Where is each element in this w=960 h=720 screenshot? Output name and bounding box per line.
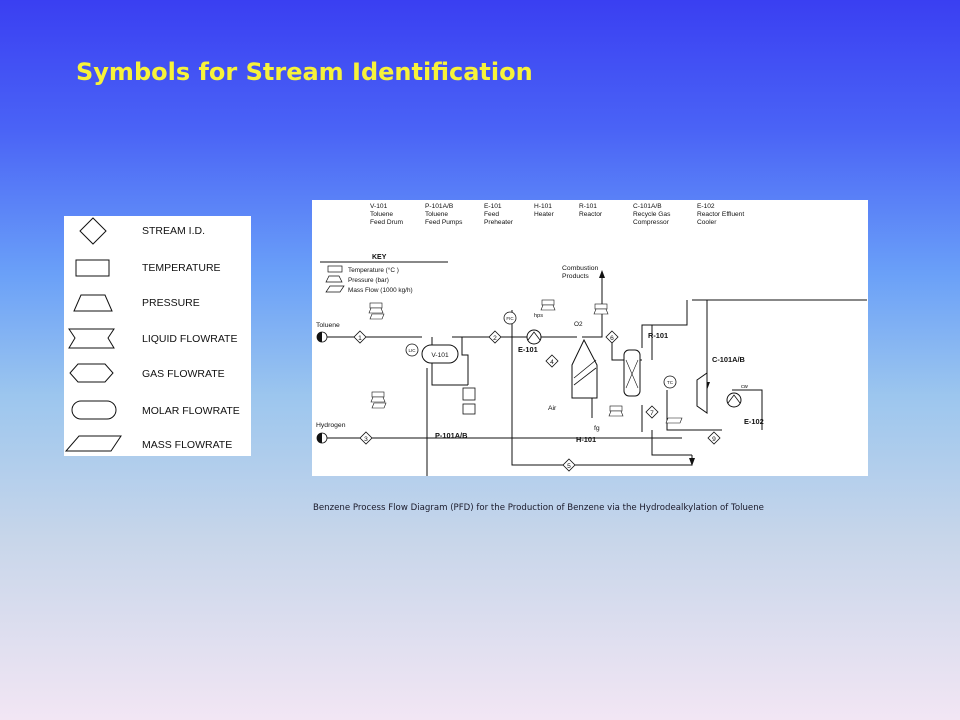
fg-label: fg (594, 425, 600, 432)
legend-label-liquid-flowrate: LIQUID FLOWRATE (142, 333, 237, 345)
svg-text:Feed Drum: Feed Drum (370, 219, 403, 226)
stream-data-flags (368, 299, 683, 424)
tag-r101: R-101 (648, 331, 668, 340)
stream-symbol-legend: STREAM I.D. TEMPERATURE PRESSURE LIQUID … (64, 216, 251, 456)
svg-text:FIC: FIC (506, 316, 514, 321)
svg-text:H-101: H-101 (534, 203, 552, 210)
feed-drum-v101: V-101 (421, 344, 459, 364)
svg-text:R-101: R-101 (579, 203, 597, 210)
svg-text:Toluene: Toluene (425, 211, 448, 218)
rounded-rectangle-symbol (71, 400, 117, 420)
pfd-svg: V-101 Toluene Feed Drum P-101A/B Toluene… (316, 203, 867, 476)
combustion-label: Combustion (562, 265, 598, 272)
hps-label: hps (534, 313, 543, 319)
products-label: Products (562, 273, 589, 280)
svg-text:3: 3 (364, 436, 368, 443)
legend-label-temperature: TEMPERATURE (142, 262, 221, 274)
feed-pumps-p101 (462, 387, 476, 415)
o2-label: O2 (574, 321, 583, 328)
bowtie-symbol (68, 328, 115, 349)
parallelogram-symbol (64, 435, 122, 452)
temperature-controller: TC (663, 375, 677, 389)
benzene-pfd: V-101 Toluene Feed Drum P-101A/B Toluene… (312, 200, 868, 476)
svg-text:LIC: LIC (408, 348, 416, 353)
svg-text:V-101: V-101 (370, 203, 388, 210)
tag-e102: E-102 (744, 417, 764, 426)
svg-text:5: 5 (567, 463, 571, 470)
header-e101: E-101 Feed Preheater (484, 203, 514, 226)
svg-text:TC: TC (667, 380, 674, 385)
trapezoid-symbol (73, 294, 113, 312)
svg-text:Feed: Feed (484, 211, 499, 218)
diamond-symbol (79, 217, 107, 245)
header-c101: C-101A/B Recycle Gas Compressor (633, 203, 671, 226)
pfd-key: KEY Temperature (°C ) Pressure (bar) Mas… (320, 254, 448, 294)
slide-title: Symbols for Stream Identification (76, 58, 533, 86)
svg-text:1: 1 (358, 335, 362, 342)
svg-text:V-101: V-101 (431, 352, 449, 359)
legend-svg: STREAM I.D. TEMPERATURE PRESSURE LIQUID … (64, 217, 240, 452)
header-h101: H-101 Heater (534, 203, 555, 218)
svg-text:E-102: E-102 (697, 203, 715, 210)
toluene-label: Toluene (316, 322, 340, 329)
air-label: Air (548, 405, 557, 412)
stream-2-diamond: 2 (488, 330, 502, 344)
flow-arrows (599, 270, 710, 466)
stream-3-diamond: 3 (359, 431, 373, 445)
svg-text:Reactor Effluent: Reactor Effluent (697, 211, 744, 218)
svg-text:Pressure (bar): Pressure (bar) (348, 277, 389, 284)
figure-caption: Benzene Process Flow Diagram (PFD) for t… (313, 503, 764, 513)
header-p101: P-101A/B Toluene Feed Pumps (425, 203, 463, 226)
tag-c101: C-101A/B (712, 355, 745, 364)
reactor-r101 (623, 349, 641, 397)
legend-label-mass-flowrate: MASS FLOWRATE (142, 439, 232, 451)
svg-text:P-101A/B: P-101A/B (425, 203, 454, 210)
hydrogen-label: Hydrogen (316, 422, 346, 429)
stream-9-diamond: 9 (707, 431, 721, 445)
header-e102: E-102 Reactor Effluent Cooler (697, 203, 744, 226)
compressor-c101 (696, 372, 708, 414)
stream-6-diamond: 6 (605, 330, 619, 344)
svg-text:KEY: KEY (372, 254, 387, 261)
legend-label-molar-flowrate: MOLAR FLOWRATE (142, 405, 240, 417)
hexagon-symbol (69, 363, 114, 383)
svg-text:9: 9 (712, 436, 716, 443)
svg-text:C-101A/B: C-101A/B (633, 203, 662, 210)
svg-text:4: 4 (550, 359, 554, 366)
legend-label-stream-id: STREAM I.D. (142, 225, 205, 237)
feed-source-markers (316, 331, 328, 444)
svg-text:Recycle Gas: Recycle Gas (633, 211, 671, 218)
legend-label-gas-flowrate: GAS FLOWRATE (142, 368, 225, 380)
tag-e101: E-101 (518, 345, 538, 354)
tag-p101: P-101A/B (435, 431, 467, 440)
svg-text:2: 2 (493, 335, 497, 342)
header-v101: V-101 Toluene Feed Drum (370, 203, 403, 226)
svg-text:6: 6 (610, 335, 614, 342)
stream-5-diamond: 5 (562, 458, 576, 472)
tag-h101: H-101 (576, 435, 596, 444)
svg-text:Mass Flow (1000 kg/h): Mass Flow (1000 kg/h) (348, 287, 413, 294)
svg-text:Temperature (°C ): Temperature (°C ) (348, 266, 399, 274)
level-controller: LIC (405, 343, 419, 357)
legend-label-pressure: PRESSURE (142, 297, 200, 309)
rectangle-symbol (75, 259, 110, 277)
svg-text:Toluene: Toluene (370, 211, 393, 218)
svg-text:Preheater: Preheater (484, 219, 514, 226)
stream-7-diamond: 7 (645, 405, 659, 419)
svg-text:Heater: Heater (534, 211, 555, 218)
svg-text:Reactor: Reactor (579, 211, 603, 218)
svg-text:Compressor: Compressor (633, 219, 670, 226)
stream-4-diamond: 4 (545, 354, 559, 368)
svg-text:Feed Pumps: Feed Pumps (425, 219, 463, 226)
heater-h101 (571, 338, 598, 399)
svg-text:7: 7 (650, 410, 654, 417)
svg-text:Cooler: Cooler (697, 219, 717, 226)
stream-1-diamond: 1 (353, 330, 367, 344)
feed-preheater-e101 (526, 329, 542, 345)
flow-controller: FIC (503, 311, 517, 325)
header-r101: R-101 Reactor (579, 203, 603, 218)
svg-text:E-101: E-101 (484, 203, 502, 210)
cw-label: cw (741, 384, 749, 390)
cooler-e102 (726, 392, 742, 408)
